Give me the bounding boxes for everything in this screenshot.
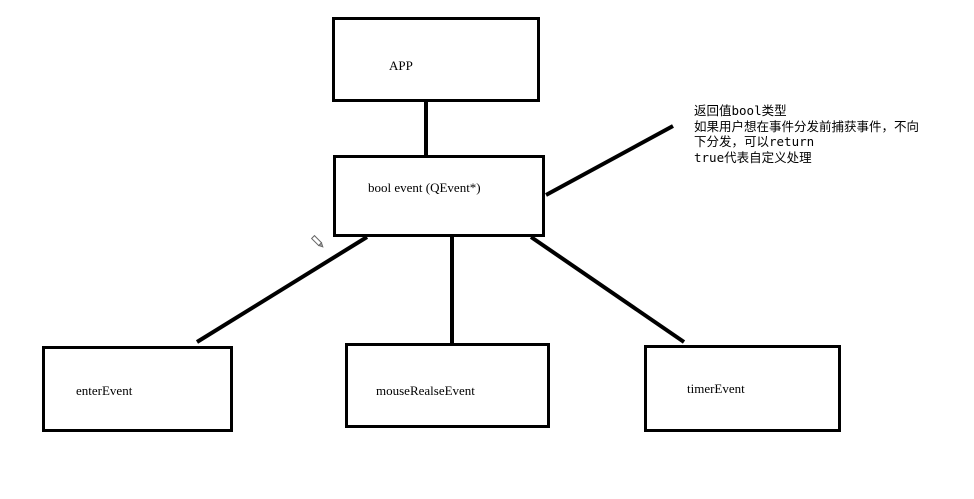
enter-event-label: enterEvent bbox=[76, 383, 133, 398]
annotation-note: 返回值bool类型 如果用户想在事件分发前捕获事件，不向 下分发，可以retur… bbox=[694, 103, 919, 165]
app-node-label: APP bbox=[389, 58, 413, 73]
connector-event-enter bbox=[195, 235, 369, 344]
note-line: 返回值bool类型 bbox=[694, 103, 787, 118]
event-node: bool event (QEvent*) bbox=[333, 155, 545, 237]
enter-event-node: enterEvent bbox=[42, 346, 233, 432]
note-line: true代表自定义处理 bbox=[694, 149, 812, 165]
note-line: 下分发，可以return bbox=[694, 134, 815, 149]
mouse-realse-event-node: mouseRealseEvent bbox=[345, 343, 550, 428]
connector-event-timer bbox=[529, 235, 686, 344]
pencil-icon bbox=[310, 234, 324, 248]
connector-event-note bbox=[545, 124, 674, 197]
app-node: APP bbox=[332, 17, 540, 102]
note-line: 如果用户想在事件分发前捕获事件，不向 bbox=[694, 118, 920, 134]
event-node-label: bool event (QEvent*) bbox=[368, 180, 481, 195]
timer-event-node: timerEvent bbox=[644, 345, 841, 432]
timer-event-label: timerEvent bbox=[687, 381, 745, 396]
mouse-realse-event-label: mouseRealseEvent bbox=[376, 383, 475, 398]
